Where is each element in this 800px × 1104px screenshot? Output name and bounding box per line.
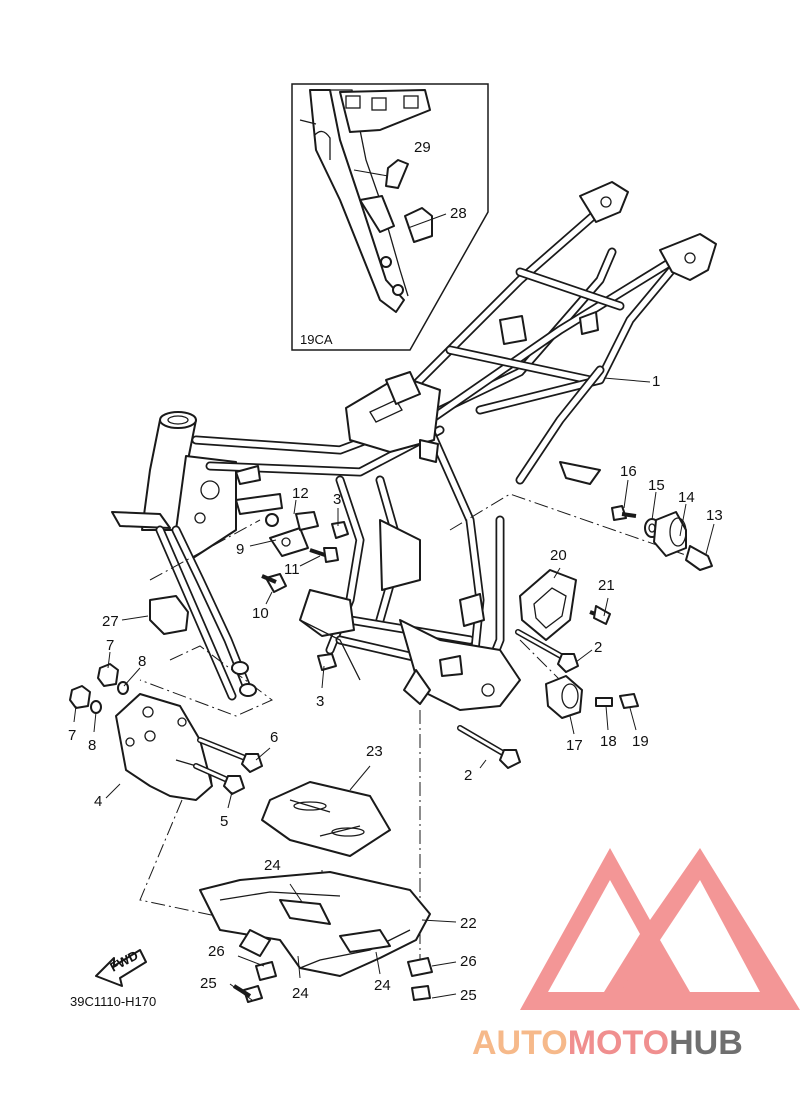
callout-labels: 1 2 2 3 3 4 5 6 7 7 8 8 9 10 11 12 13 14…: [68, 139, 723, 1004]
callout-5: 5: [220, 813, 228, 830]
callout-1: 1: [652, 373, 660, 390]
callout-15: 15: [648, 477, 665, 494]
callout-7: 7: [68, 727, 76, 744]
watermark-part-moto: MOTO: [568, 1024, 669, 1062]
callout-4: 4: [94, 793, 102, 810]
callout-3: 3: [316, 693, 324, 710]
watermark-part-hub: HUB: [669, 1024, 743, 1062]
automotohub-logo: [520, 848, 800, 1010]
callout-7: 7: [106, 637, 114, 654]
callout-6: 6: [270, 729, 278, 746]
callout-12: 12: [292, 485, 309, 502]
callout-8: 8: [88, 737, 96, 754]
callout-16: 16: [620, 463, 637, 480]
callout-3: 3: [333, 491, 341, 508]
diagram-code: 39C1110-H170: [70, 994, 156, 1009]
leader-lines: [73, 377, 715, 1001]
callout-26: 26: [460, 953, 477, 970]
main-frame: [111, 181, 717, 960]
callout-20: 20: [550, 547, 567, 564]
callout-19: 19: [632, 733, 649, 750]
callout-27: 27: [102, 613, 119, 630]
callout-11: 11: [284, 561, 300, 578]
callout-24: 24: [264, 857, 281, 874]
callout-18: 18: [600, 733, 617, 750]
callout-9: 9: [236, 541, 244, 558]
callout-8: 8: [138, 653, 146, 670]
callout-25: 25: [200, 975, 217, 992]
callout-24: 24: [374, 977, 391, 994]
callout-28: 28: [450, 205, 467, 222]
callout-24: 24: [292, 985, 309, 1002]
inset-detail: [291, 83, 489, 351]
watermark-part-auto: AUTO: [472, 1024, 568, 1062]
fwd-arrow-icon: [95, 949, 147, 987]
callout-13: 13: [706, 507, 723, 524]
inset-code: 19CA: [300, 332, 333, 347]
callout-21: 21: [598, 577, 615, 594]
callout-14: 14: [678, 489, 695, 506]
small-parts: [69, 505, 713, 1003]
watermark-text: AUTOMOTOHUB: [472, 1024, 743, 1062]
callout-2: 2: [594, 639, 602, 656]
callout-22: 22: [460, 915, 477, 932]
callout-2: 2: [464, 767, 472, 784]
callout-23: 23: [366, 743, 383, 760]
callout-29: 29: [414, 139, 431, 156]
callout-17: 17: [566, 737, 583, 754]
callout-25: 25: [460, 987, 477, 1004]
callout-26: 26: [208, 943, 225, 960]
callout-10: 10: [252, 605, 269, 622]
